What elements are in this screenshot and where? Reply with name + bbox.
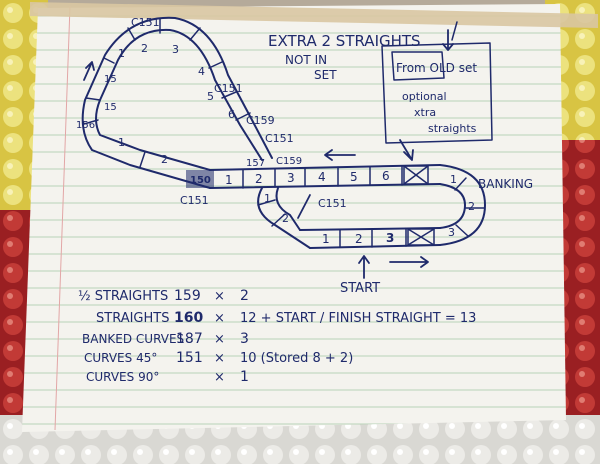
label-side-15a: 15: [104, 74, 117, 85]
note-optional: optional: [402, 90, 447, 103]
parts-qty: 1: [240, 369, 249, 385]
parts-qty: 2: [240, 288, 249, 304]
label-150: 150: [190, 175, 211, 186]
label-n5: 5: [350, 170, 358, 184]
label-n2: 2: [255, 172, 263, 186]
label-top-6: 6: [228, 108, 235, 121]
label-inner-2: 2: [282, 212, 289, 225]
label-bank-3: 3: [448, 226, 455, 239]
parts-name: STRAIGHTS: [96, 311, 169, 326]
parts-list: ½ STRAIGHTS 159 × 2 STRAIGHTS 160 × 12 +…: [78, 288, 476, 385]
label-top-3: 3: [172, 43, 179, 56]
label-bottom-2: 2: [355, 232, 363, 246]
label-top-5: 5: [207, 90, 214, 103]
label-c151-a: C151: [131, 16, 160, 29]
parts-sign: ×: [214, 311, 225, 326]
note-banking: BANKING: [478, 177, 533, 191]
parts-row-straights: STRAIGHTS 160 × 12 + START / FINISH STRA…: [96, 310, 476, 326]
parts-qty: 3: [240, 331, 249, 347]
label-157: 157: [246, 158, 265, 169]
label-n1: 1: [225, 173, 233, 187]
label-c151-b: C151: [214, 82, 243, 95]
label-bank-2: 2: [468, 200, 475, 213]
label-bottom-1: 1: [322, 232, 330, 246]
track-diagram: [81, 16, 493, 279]
tape-strip: [30, 2, 598, 28]
label-top-2: 2: [141, 42, 148, 55]
label-c151-d: C151: [180, 194, 209, 207]
parts-row-half-straights: ½ STRAIGHTS 159 × 2: [78, 288, 249, 304]
label-156: 156: [76, 120, 95, 131]
note-not-in: NOT IN: [285, 53, 327, 67]
label-c159: C159: [246, 114, 275, 127]
label-left-2: 2: [161, 153, 168, 166]
note-xtra: xtra: [414, 106, 436, 119]
parts-name: CURVES 45°: [84, 351, 157, 365]
parts-code: 160: [174, 310, 203, 326]
note-start: START: [340, 281, 380, 296]
label-top-4: 4: [198, 65, 205, 78]
note-set: SET: [314, 68, 337, 82]
parts-code: 159: [174, 288, 201, 304]
label-inner-1: 1: [264, 192, 271, 205]
parts-name: CURVES 90°: [86, 370, 159, 384]
track-label-group: C151 C151 C159 C151 157 C159 C151 C151 1…: [76, 16, 475, 246]
note-from-old-set: From OLD set: [396, 61, 477, 75]
parts-row-curves-90: CURVES 90° × 1: [86, 369, 249, 385]
label-c159-b: C159: [276, 156, 302, 167]
label-side-15b: 15: [104, 102, 117, 113]
parts-name: BANKED CURVES: [82, 332, 184, 346]
parts-row-banked-curves: BANKED CURVES 187 × 3: [82, 331, 249, 347]
label-n3: 3: [287, 171, 295, 185]
parts-sign: ×: [214, 289, 225, 304]
label-top-1: 1: [118, 47, 125, 60]
label-n4: 4: [318, 170, 326, 184]
label-bank-1: 1: [450, 173, 457, 186]
paper-sheet: [22, 4, 566, 432]
parts-qty: 12 + START / FINISH STRAIGHT = 13: [240, 311, 476, 326]
handwritten-notes: EXTRA 2 STRAIGHTS NOT IN SET From OLD se…: [268, 32, 533, 296]
parts-row-curves-45: CURVES 45° 151 × 10 (Stored 8 + 2): [84, 350, 353, 366]
parts-code: 187: [176, 331, 203, 347]
parts-sign: ×: [214, 332, 225, 347]
note-extra-title: EXTRA 2 STRAIGHTS: [268, 32, 421, 50]
label-bottom-3: 3: [386, 231, 394, 245]
label-n6: 6: [382, 169, 390, 183]
label-c151-c: C151: [265, 132, 294, 145]
note-straights-small: straights: [428, 122, 477, 135]
label-c151-e: C151: [318, 197, 347, 210]
parts-name: ½ STRAIGHTS: [78, 289, 168, 304]
parts-sign: ×: [214, 370, 225, 385]
parts-qty: 10 (Stored 8 + 2): [240, 351, 353, 366]
parts-code: 151: [176, 350, 203, 366]
parts-sign: ×: [214, 351, 225, 366]
label-left-1: 1: [118, 136, 125, 149]
